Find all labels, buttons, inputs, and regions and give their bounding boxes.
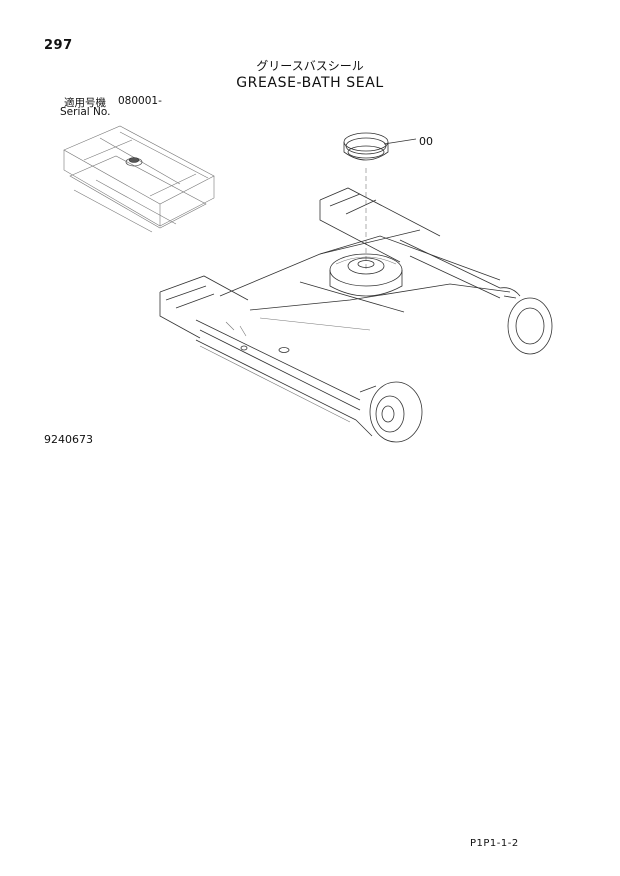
- page-title-japanese: グリースバスシール: [256, 59, 364, 73]
- track-frame-drawing: [159, 187, 553, 443]
- thumbnail-undercarriage: [63, 125, 215, 233]
- serial-number-value: 080001-: [118, 95, 162, 107]
- serial-label-japanese: 適用号機: [64, 97, 106, 109]
- page-title-english: GREASE-BATH SEAL: [236, 75, 384, 91]
- page-number: 297: [44, 38, 73, 53]
- grease-bath-seal-part: [343, 132, 417, 161]
- footer-reference: P1P1-1-2: [470, 838, 519, 849]
- drawing-number: 9240673: [44, 433, 93, 446]
- serial-label-english: Serial No.: [60, 106, 111, 118]
- part-callout-label: 00: [419, 135, 433, 148]
